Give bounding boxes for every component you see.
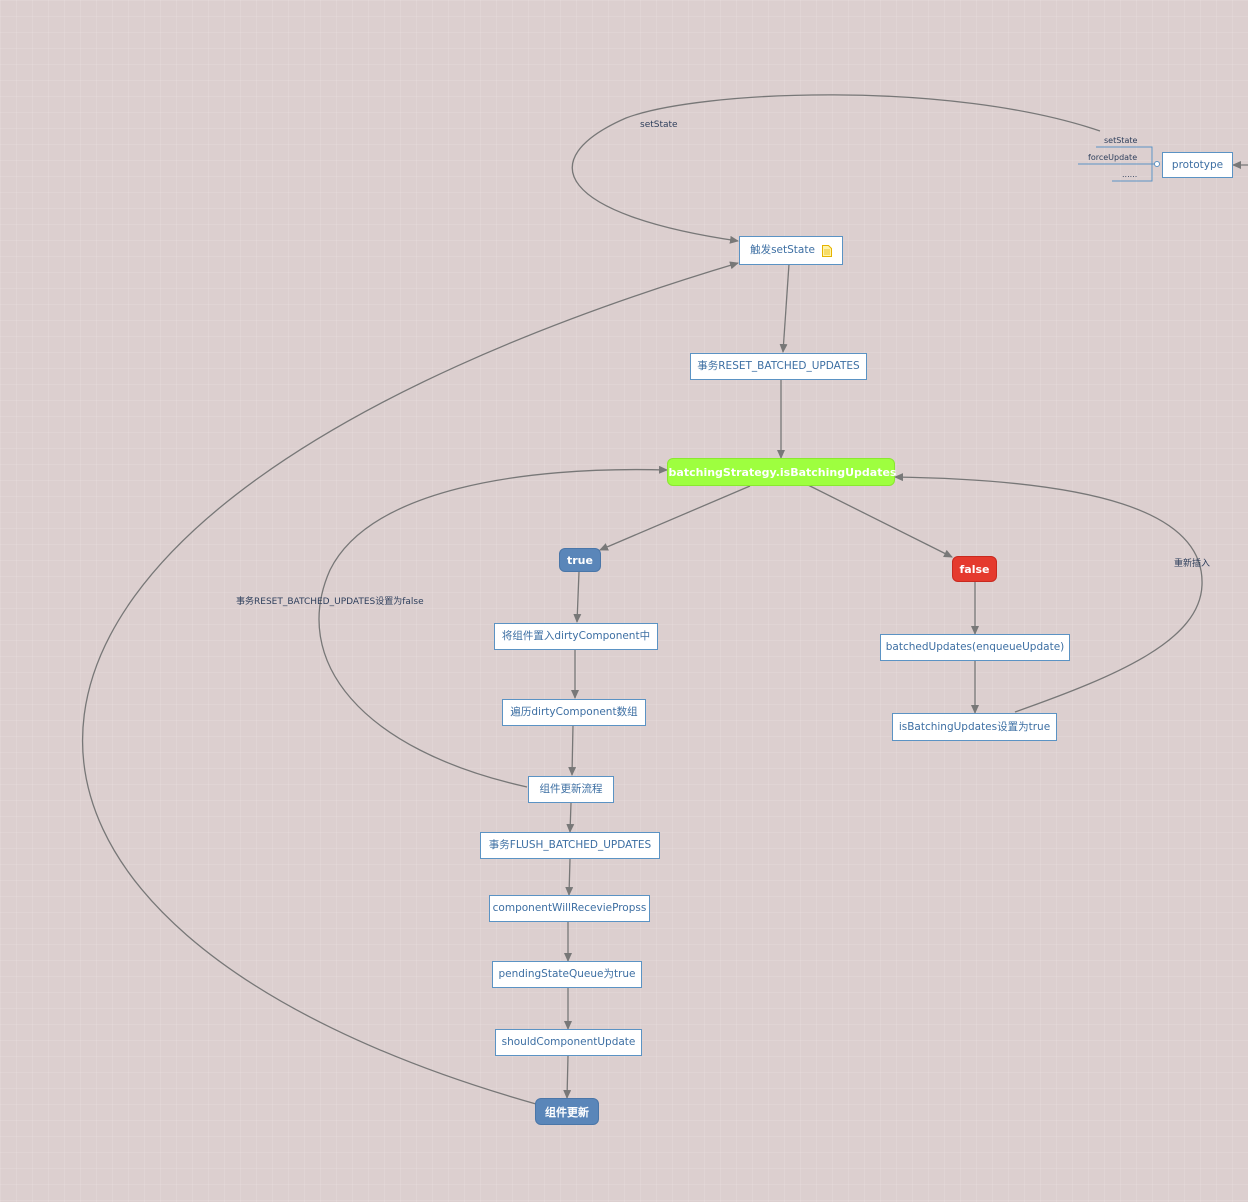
node-will-receive-props-text: componentWillReceviePropss [492,902,647,915]
node-batching-strategy-text: batchingStrategy.isBatchingUpdates [668,465,897,479]
edge-trigger-to-reset [779,263,790,353]
node-set-batching-true[interactable]: isBatchingUpdates设置为true [892,713,1057,741]
node-traverse-dirty-text: 遍历dirtyComponent数组 [510,706,638,719]
edge-should-to-update [563,1055,572,1099]
edge-flow-to-flush [566,802,575,833]
node-trigger-setstate[interactable]: 触发setState [739,236,843,265]
edge-loop-reinsert [894,473,1203,713]
node-flush-batched-text: 事务FLUSH_BATCHED_UPDATES [488,839,652,852]
node-true[interactable]: true [559,548,601,572]
node-reset-batched-text: 事务RESET_BATCHED_UPDATES [697,360,860,373]
node-will-receive-props[interactable]: componentWillReceviePropss [489,895,650,922]
node-pending-state-text: pendingStateQueue为true [498,968,636,981]
note-icon [821,244,832,257]
node-false[interactable]: false [952,556,997,582]
edge-traverse-to-flow [568,724,577,776]
node-put-dirty-text: 将组件置入dirtyComponent中 [501,630,651,643]
edge-true-to-dirty [573,571,582,623]
node-pending-state[interactable]: pendingStateQueue为true [492,961,642,988]
node-prototype-text: prototype [1171,158,1224,171]
edge-prototype-to-trigger [571,94,1101,244]
node-component-updated[interactable]: 组件更新 [535,1098,599,1125]
label-setstate-loop: setState [640,120,678,130]
edge-batching-to-false [805,483,953,558]
edge-flush-to-receive [565,858,574,896]
node-flush-batched[interactable]: 事务FLUSH_BATCHED_UPDATES [480,832,660,859]
node-prototype[interactable]: prototype [1162,152,1233,178]
edge-loop-reset-false [318,465,668,788]
node-true-text: true [567,553,593,567]
node-false-text: false [959,562,990,576]
label-reset-false: 事务RESET_BATCHED_UPDATES设置为false [236,597,424,607]
node-batched-updates[interactable]: batchedUpdates(enqueueUpdate) [880,634,1070,661]
prototype-connector-dot [1154,161,1160,167]
node-reset-batched[interactable]: 事务RESET_BATCHED_UPDATES [690,353,867,380]
node-set-batching-true-text: isBatchingUpdates设置为true [898,720,1051,733]
node-batched-updates-text: batchedUpdates(enqueueUpdate) [885,641,1065,654]
label-reinsert: 重新插入 [1174,559,1211,569]
edge-update-to-trigger [81,261,739,1105]
node-component-update-flow[interactable]: 组件更新流程 [528,776,614,803]
label-proto-setstate: setState [1104,136,1138,145]
label-proto-forceupdate: forceUpdate [1088,153,1138,162]
edge-batching-to-true [599,485,751,551]
node-component-updated-text: 组件更新 [545,1105,589,1119]
node-component-update-flow-text: 组件更新流程 [539,783,603,796]
node-trigger-setstate-text: 触发setState [750,244,815,257]
node-batching-strategy[interactable]: batchingStrategy.isBatchingUpdates [667,458,897,486]
node-should-update-text: shouldComponentUpdate [501,1036,636,1049]
node-traverse-dirty[interactable]: 遍历dirtyComponent数组 [502,699,646,726]
label-proto-more: ...... [1122,170,1138,179]
node-should-update[interactable]: shouldComponentUpdate [495,1029,642,1056]
node-put-dirty[interactable]: 将组件置入dirtyComponent中 [494,623,658,650]
